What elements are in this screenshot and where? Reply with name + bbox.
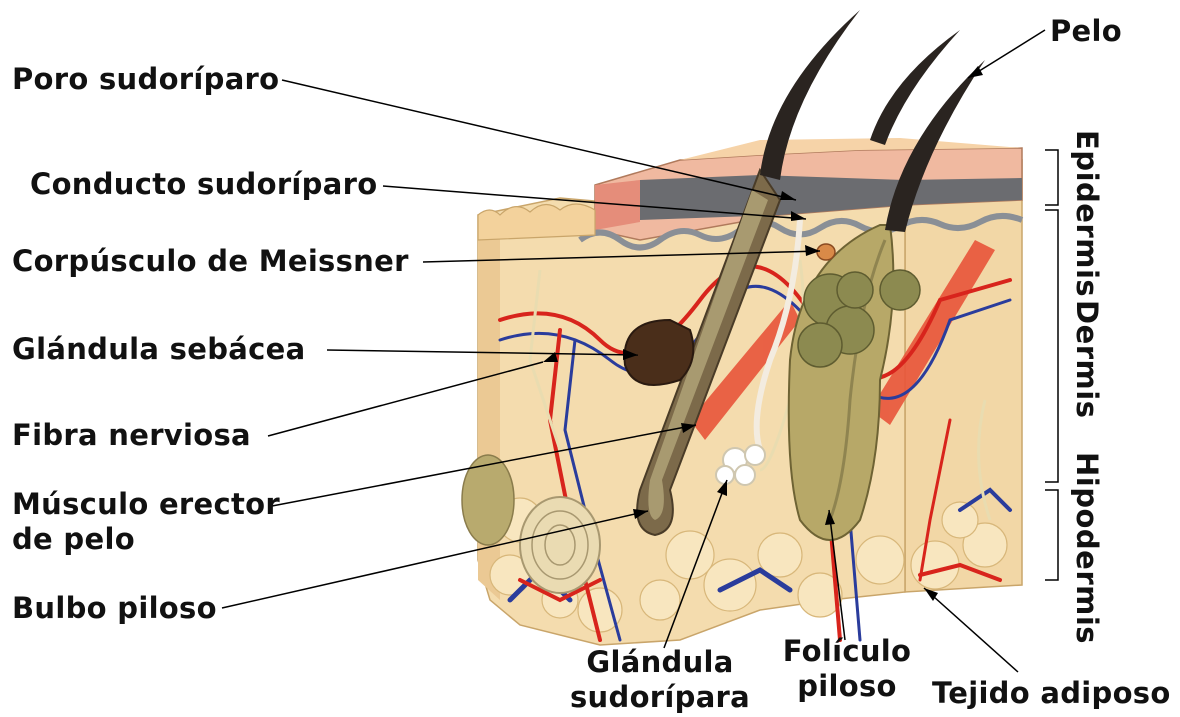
label-corpusculo-meissner: Corpúsculo de Meissner [12,244,409,278]
label-piloso: piloso [772,669,922,703]
label-de-pelo: de pelo [12,522,135,556]
layer-brackets [1045,150,1058,580]
label-fibra-nerviosa: Fibra nerviosa [12,418,251,452]
label-bulbo-piloso: Bulbo piloso [12,591,217,625]
label-glandula-sebacea: Glándula sebácea [12,332,305,366]
layer-label-epidermis: Epidermis [1072,130,1102,297]
label-sudoripara: sudorípara [570,680,750,714]
label-poro-sudoriparo: Poro sudoríparo [12,62,279,96]
pacinian-corpuscle [520,497,600,593]
layer-label-dermis: Dermis [1072,300,1102,418]
layer-label-hipodermis: Hipodermis [1072,452,1102,644]
label-tejido-adiposo: Tejido adiposo [932,676,1171,710]
label-glandula: Glándula [570,645,750,679]
label-conducto-sudoriparo: Conducto sudoríparo [30,167,377,201]
label-pelo: Pelo [1050,14,1122,48]
label-foliculo: Folículo [772,634,922,668]
label-musculo-erector: Músculo erector [12,487,280,521]
meissner-corpuscle [817,244,835,260]
